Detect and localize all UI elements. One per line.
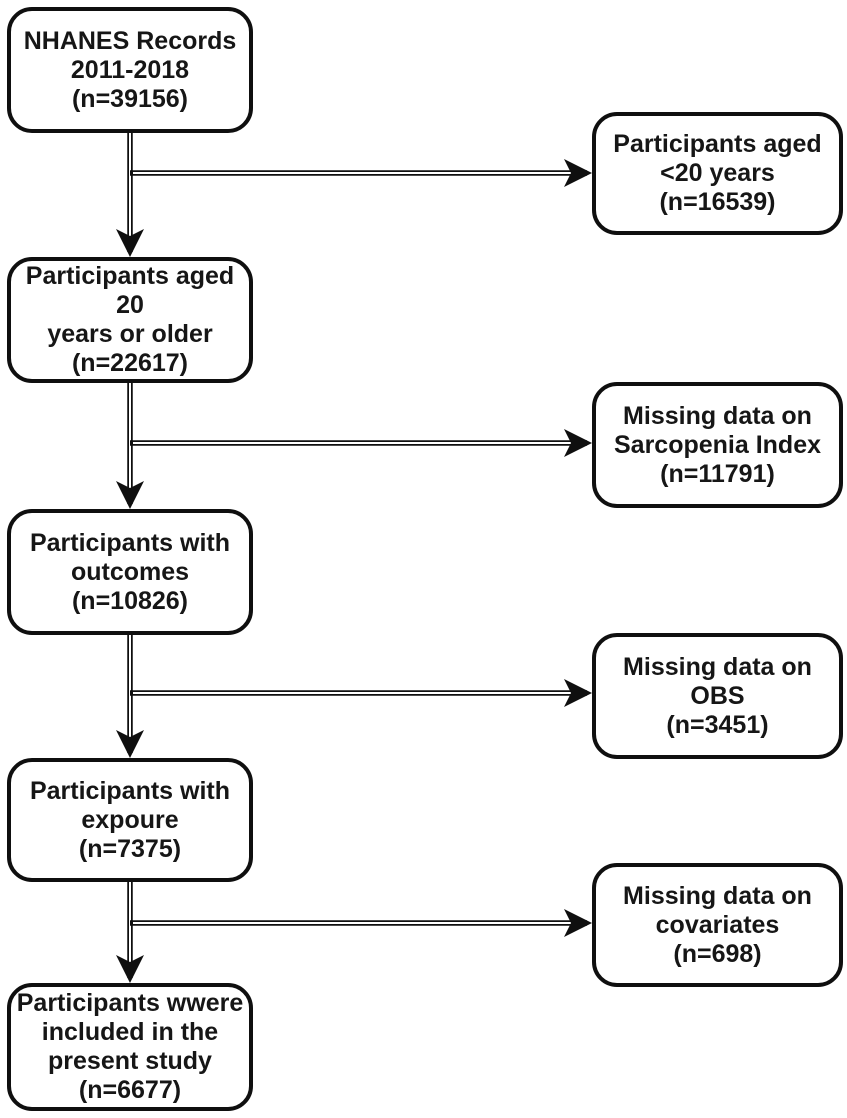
- flow-box-label: NHANES Records 2011-2018 (n=39156): [23, 26, 237, 113]
- flow-box-nhanes-records: NHANES Records 2011-2018 (n=39156): [7, 7, 253, 133]
- arrow-right-4: [130, 909, 592, 937]
- flow-box-label: Participants with outcomes (n=10826): [29, 528, 231, 615]
- arrow-down-4: [116, 881, 144, 983]
- flow-box-aged-under-20: Participants aged <20 years (n=16539): [592, 112, 843, 235]
- arrow-right-3: [130, 679, 592, 707]
- flow-box-label: Missing data on covariates (n=698): [623, 881, 812, 968]
- flow-box-aged-20-or-older: Participants aged 20 years or older (n=2…: [7, 257, 253, 383]
- flow-box-included-in-study: Participants wwere included in the prese…: [7, 983, 253, 1111]
- flow-box-missing-covariates: Missing data on covariates (n=698): [592, 863, 843, 987]
- arrow-right-2: [130, 429, 592, 457]
- arrow-down-3: [116, 634, 144, 758]
- flow-box-missing-sarcopenia: Missing data on Sarcopenia Index (n=1179…: [592, 382, 843, 508]
- flow-box-label: Missing data on Sarcopenia Index (n=1179…: [613, 401, 822, 488]
- flow-box-label: Participants aged <20 years (n=16539): [613, 130, 822, 216]
- flow-box-label: Participants with expoure (n=7375): [29, 776, 231, 863]
- flow-box-missing-obs: Missing data on OBS (n=3451): [592, 633, 843, 759]
- flow-box-label: Participants aged 20 years or older (n=2…: [25, 262, 235, 377]
- flow-box-label: Participants wwere included in the prese…: [16, 989, 244, 1104]
- arrow-right-1: [130, 159, 592, 187]
- flow-box-with-exposure: Participants with expoure (n=7375): [7, 758, 253, 882]
- flow-box-label: Missing data on OBS (n=3451): [623, 652, 812, 739]
- arrow-down-1: [116, 131, 144, 257]
- flow-box-with-outcomes: Participants with outcomes (n=10826): [7, 509, 253, 635]
